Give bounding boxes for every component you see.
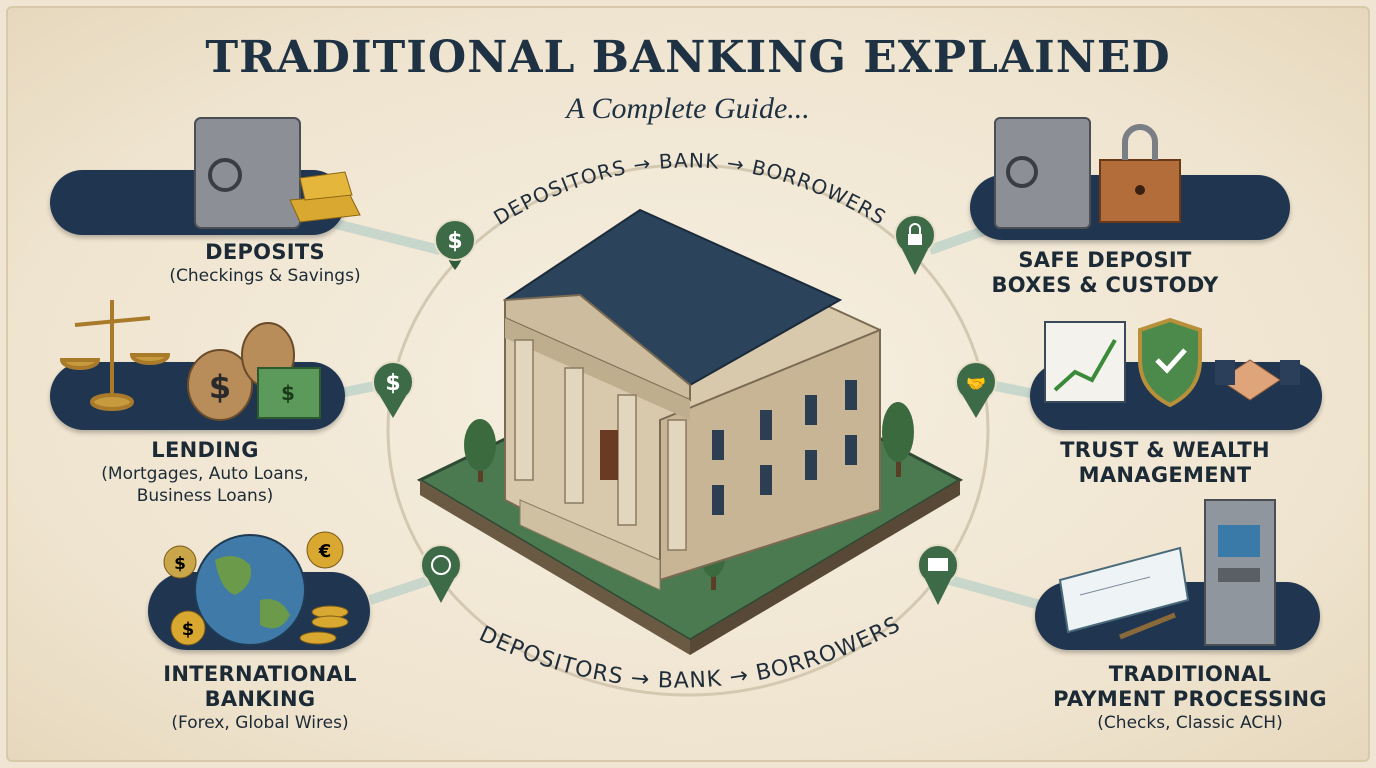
euro-coin-icon: € xyxy=(306,531,344,569)
safe-icon xyxy=(994,117,1091,229)
service-subtitle: Business Loans) xyxy=(136,486,274,506)
dollar-pin-icon: $ xyxy=(434,219,476,270)
flow-circle xyxy=(386,163,990,697)
growth-chart-icon xyxy=(1044,321,1126,403)
service-title: DEPOSITS xyxy=(205,240,325,264)
service-subtitle: (Mortgages, Auto Loans, xyxy=(101,464,309,484)
service-title: INTERNATIONAL xyxy=(163,662,357,686)
service-payments[interactable]: TRADITIONAL PAYMENT PROCESSING (Checks, … xyxy=(1040,662,1340,734)
globe-pin-icon xyxy=(420,544,462,603)
scales-icon xyxy=(59,300,171,411)
service-trust[interactable]: TRUST & WEALTH MANAGEMENT xyxy=(1010,438,1320,488)
tree-icon xyxy=(464,419,496,482)
handshake-icon xyxy=(1215,359,1300,401)
svg-text:$: $ xyxy=(447,229,462,254)
vault-icon xyxy=(194,117,301,229)
service-subtitle: (Checkings & Savings) xyxy=(169,266,361,286)
service-title: LENDING xyxy=(151,438,259,462)
gold-bars-icon xyxy=(289,171,361,223)
handshake-pin-icon: 🤝 xyxy=(955,361,997,418)
service-title: BANKING xyxy=(204,687,316,711)
svg-text:$: $ xyxy=(385,371,400,396)
check-icon xyxy=(1058,546,1190,634)
svg-text:$: $ xyxy=(281,381,295,405)
pen-icon xyxy=(1119,612,1176,640)
globe-icon xyxy=(194,534,306,646)
service-subtitle: (Forex, Global Wires) xyxy=(171,713,349,733)
svg-text:🤝: 🤝 xyxy=(966,374,986,393)
lockbox-icon xyxy=(1099,124,1181,223)
shield-icon xyxy=(1138,317,1202,408)
coin-stack-icon xyxy=(299,605,349,645)
coin-icon: $ xyxy=(163,545,197,579)
svg-text:$: $ xyxy=(209,368,231,406)
bank-building-icon xyxy=(502,208,881,591)
svg-text:€: € xyxy=(318,541,332,562)
service-safe-deposit[interactable]: SAFE DEPOSIT BOXES & CUSTODY xyxy=(950,248,1260,298)
service-lending[interactable]: LENDING (Mortgages, Auto Loans, Business… xyxy=(60,438,350,507)
service-title: SAFE DEPOSIT xyxy=(1018,248,1192,272)
atm-icon xyxy=(1204,499,1276,646)
page-title: TRADITIONAL BANKING EXPLAINED xyxy=(205,32,1171,83)
service-title: TRUST & WEALTH xyxy=(1060,438,1270,462)
service-international[interactable]: INTERNATIONAL BANKING (Forex, Global Wir… xyxy=(110,662,410,734)
service-title: TRADITIONAL xyxy=(1108,662,1272,686)
service-title: PAYMENT PROCESSING xyxy=(1053,687,1327,711)
coin-icon: $ xyxy=(170,610,206,646)
svg-text:$: $ xyxy=(174,554,186,574)
tree-icon xyxy=(882,402,914,477)
page-subtitle: A Complete Guide... xyxy=(566,92,810,125)
service-title: MANAGEMENT xyxy=(1078,463,1252,487)
service-subtitle: (Checks, Classic ACH) xyxy=(1097,713,1283,733)
check-pin-icon xyxy=(917,544,959,605)
service-deposits[interactable]: DEPOSITS (Checkings & Savings) xyxy=(120,240,410,287)
dollar-pin-icon: $ xyxy=(372,361,414,418)
service-title: BOXES & CUSTODY xyxy=(991,273,1219,297)
lock-pin-icon xyxy=(894,214,936,275)
cash-stack-icon: $ xyxy=(257,367,321,419)
svg-text:$: $ xyxy=(182,619,195,640)
